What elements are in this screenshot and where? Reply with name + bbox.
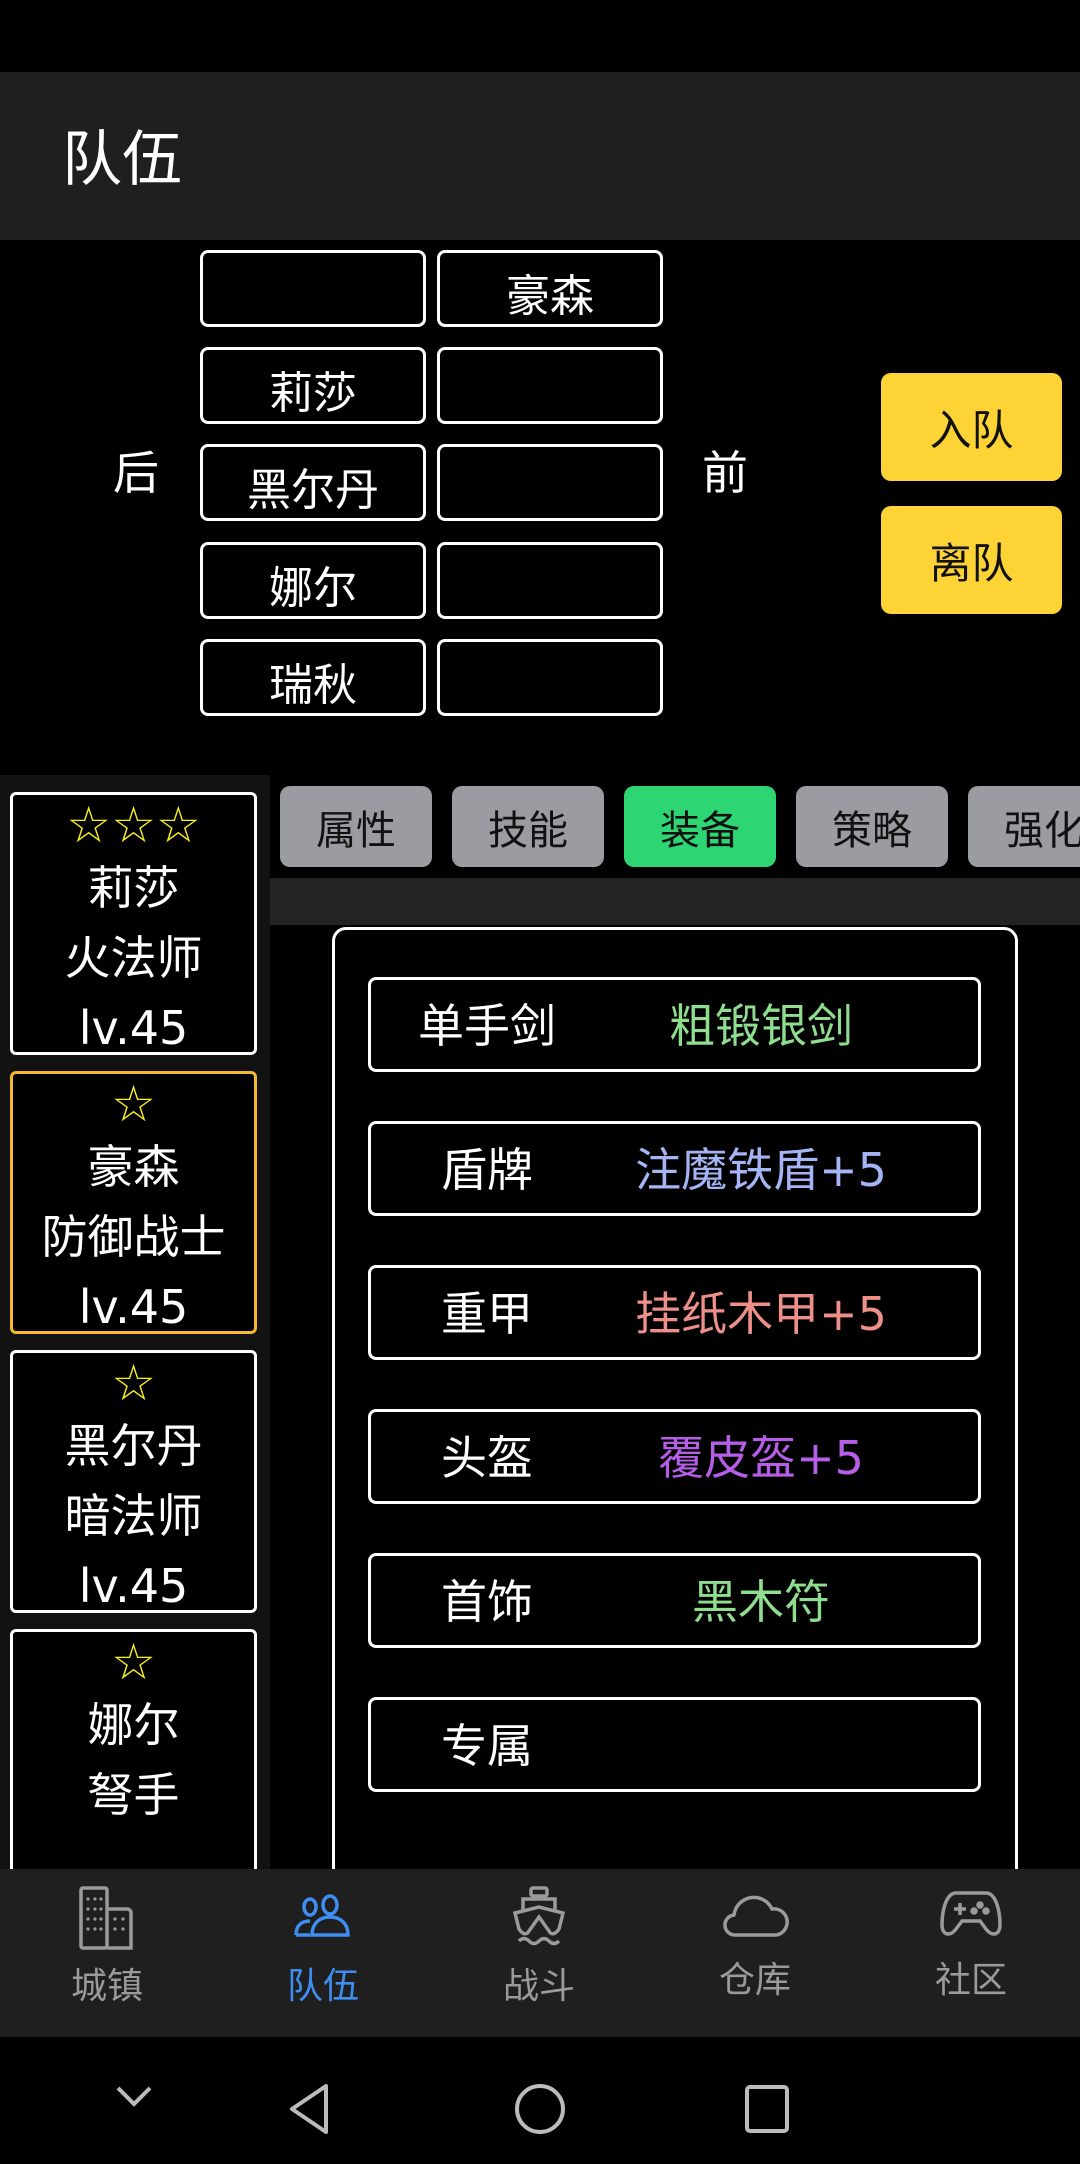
system-nav-bar [0, 2037, 1080, 2160]
formation-slot[interactable]: 莉莎 [200, 347, 426, 424]
member-card[interactable]: ☆☆☆ 莉莎 火法师 lv.45 [10, 792, 257, 1055]
home-icon[interactable] [515, 2084, 565, 2134]
equipment-slot[interactable]: 盾牌 注魔铁盾+5 [368, 1121, 981, 1216]
equipped-item: 注魔铁盾+5 [635, 1143, 887, 1197]
equipment-slot[interactable]: 重甲 挂纸木甲+5 [368, 1265, 981, 1360]
tab-4[interactable]: 强化 [968, 786, 1080, 867]
equipment-slot[interactable]: 专属 [368, 1697, 981, 1792]
star-rating: ☆ [111, 1354, 156, 1412]
star-rating: ☆☆☆ [66, 796, 201, 854]
member-level: lv.45 [78, 1559, 189, 1613]
member-name: 莉莎 [87, 861, 180, 915]
gamepad-icon [891, 1885, 1051, 1945]
join-team-button[interactable]: 入队 [881, 373, 1062, 481]
member-list[interactable]: ☆☆☆ 莉莎 火法师 lv.45☆ 豪森 防御战士 lv.45☆ 黑尔丹 暗法师… [0, 775, 270, 1869]
equipment-slot-label: 盾牌 [441, 1143, 533, 1197]
back-row-label: 后 [113, 446, 159, 500]
nav-item-1[interactable]: 队伍 [243, 1885, 403, 2009]
front-row-label: 前 [702, 446, 748, 500]
member-level: lv.45 [78, 1001, 189, 1055]
member-name: 豪森 [87, 1140, 180, 1194]
collapse-icon[interactable] [116, 2086, 152, 2107]
equipment-slot-label: 专属 [441, 1719, 533, 1773]
formation-slot[interactable]: 黑尔丹 [200, 444, 426, 521]
member-card[interactable]: ☆ 黑尔丹 暗法师 lv.45 [10, 1350, 257, 1613]
team-icon [243, 1885, 403, 1951]
tab-2[interactable]: 装备 [624, 786, 776, 867]
nav-label: 战斗 [502, 1966, 575, 2007]
formation-slot[interactable] [200, 250, 426, 327]
formation-slot[interactable] [437, 542, 663, 619]
equipment-slot-label: 头盔 [441, 1431, 533, 1485]
member-card[interactable]: ☆ 娜尔 弩手 [10, 1629, 257, 1869]
ship-icon [459, 1885, 619, 1951]
member-name: 娜尔 [87, 1698, 180, 1752]
cloud-icon [675, 1885, 835, 1945]
tab-0[interactable]: 属性 [280, 786, 432, 867]
member-class: 暗法师 [64, 1489, 203, 1543]
equipment-slot[interactable]: 单手剑 粗锻银剑 [368, 977, 981, 1072]
leave-team-button[interactable]: 离队 [881, 506, 1062, 614]
nav-label: 城镇 [70, 1966, 143, 2007]
member-card[interactable]: ☆ 豪森 防御战士 lv.45 [10, 1071, 257, 1334]
back-icon[interactable] [290, 2084, 328, 2134]
page-title: 队伍 [62, 125, 182, 195]
tab-1[interactable]: 技能 [452, 786, 604, 867]
recents-icon[interactable] [745, 2085, 789, 2133]
formation-slot[interactable] [437, 639, 663, 716]
equipped-item: 挂纸木甲+5 [635, 1287, 887, 1341]
member-name: 黑尔丹 [64, 1419, 203, 1473]
formation-slot[interactable]: 豪森 [437, 250, 663, 327]
equipment-slot-label: 重甲 [441, 1287, 533, 1341]
tab-divider [270, 878, 1080, 925]
nav-label: 社区 [934, 1960, 1007, 2001]
member-class: 弩手 [87, 1768, 180, 1822]
building-icon [27, 1885, 187, 1951]
nav-item-2[interactable]: 战斗 [459, 1885, 619, 2009]
app-header [0, 72, 1080, 240]
nav-item-3[interactable]: 仓库 [675, 1885, 835, 2003]
star-rating: ☆ [111, 1075, 156, 1133]
equipment-slot[interactable]: 首饰 黑木符 [368, 1553, 981, 1648]
equipped-item: 粗锻银剑 [669, 999, 853, 1053]
formation-slot[interactable] [437, 444, 663, 521]
nav-item-4[interactable]: 社区 [891, 1885, 1051, 2003]
nav-label: 队伍 [286, 1966, 359, 2007]
tab-3[interactable]: 策略 [796, 786, 948, 867]
equipped-item: 黑木符 [692, 1575, 830, 1629]
member-class: 防御战士 [41, 1210, 226, 1264]
member-level: lv.45 [78, 1280, 189, 1334]
member-class: 火法师 [64, 931, 203, 985]
equipment-slot[interactable]: 头盔 覆皮盔+5 [368, 1409, 981, 1504]
formation-slot[interactable]: 瑞秋 [200, 639, 426, 716]
equipment-slot-label: 首饰 [441, 1575, 533, 1629]
equipped-item: 覆皮盔+5 [658, 1431, 864, 1485]
formation-slot[interactable] [437, 347, 663, 424]
star-rating: ☆ [111, 1633, 156, 1691]
formation-slot[interactable]: 娜尔 [200, 542, 426, 619]
nav-label: 仓库 [718, 1960, 791, 2001]
nav-item-0[interactable]: 城镇 [27, 1885, 187, 2009]
equipment-slot-label: 单手剑 [418, 999, 556, 1053]
